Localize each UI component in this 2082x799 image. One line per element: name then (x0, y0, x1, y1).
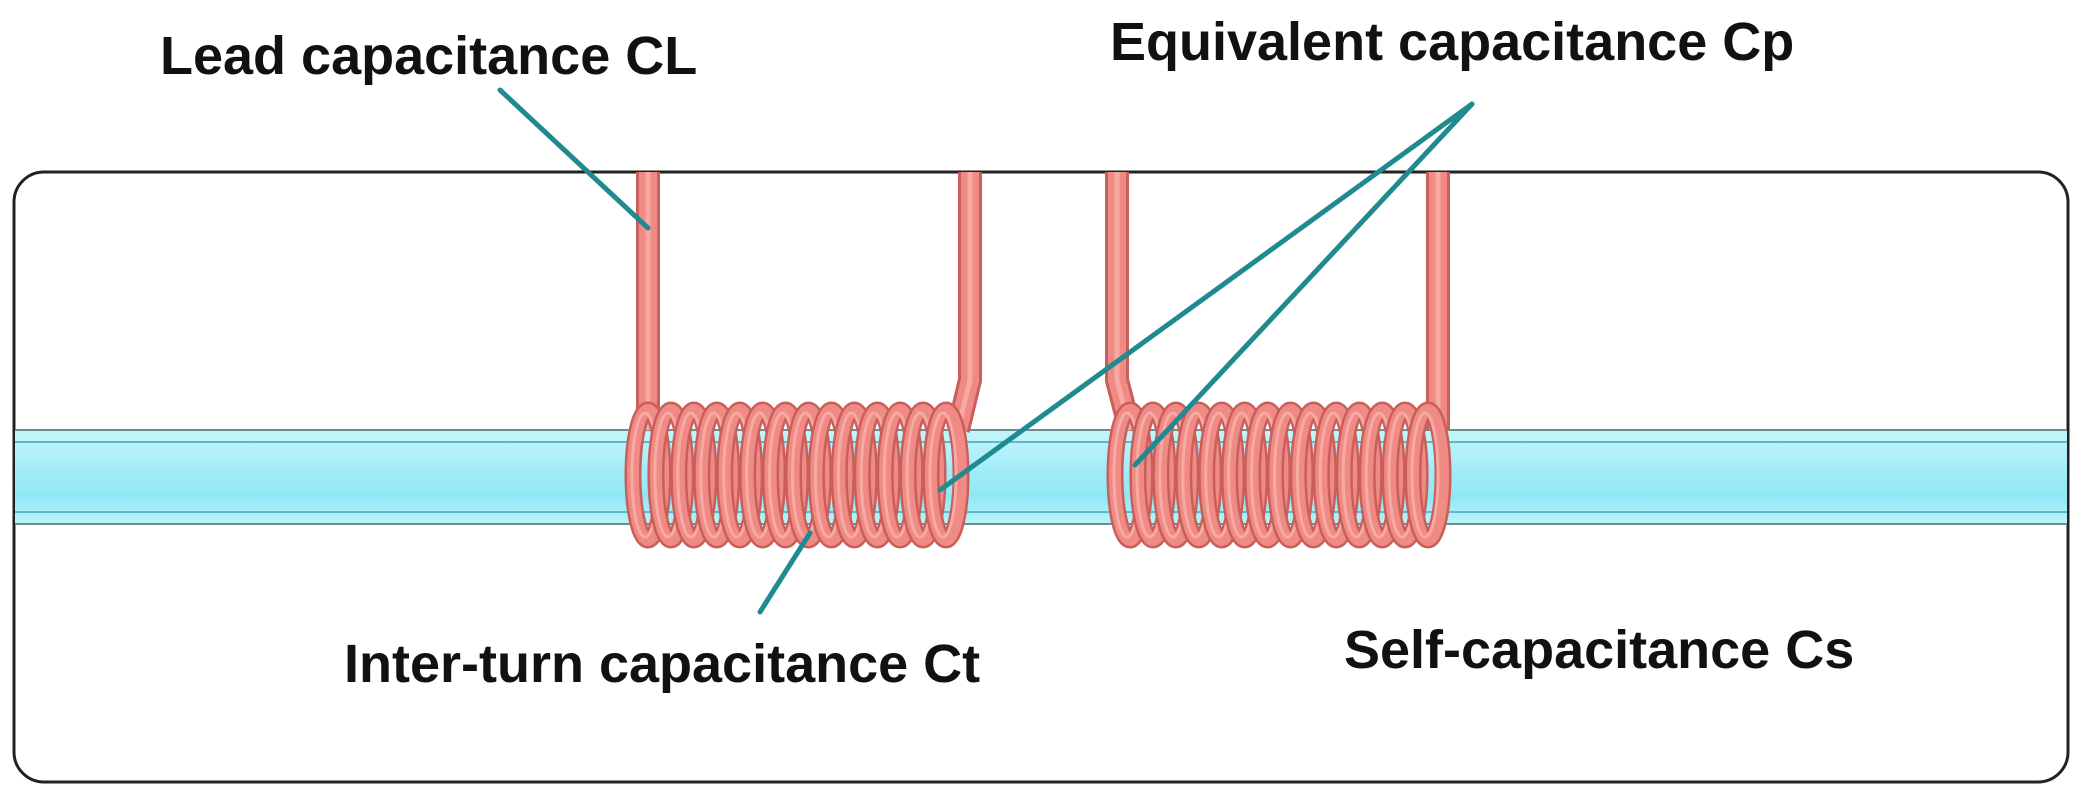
label-equivalent-capacitance: Equivalent capacitance Cp (1110, 12, 1794, 72)
label-lead-capacitance: Lead capacitance CL (160, 26, 697, 86)
label-inter-turn-capacitance: Inter-turn capacitance Ct (344, 634, 980, 694)
right-coil-turn-highlight (1410, 411, 1440, 539)
leader-lines (497, 87, 1475, 615)
core-rod (15, 429, 2067, 525)
left-coil-lead-highlight-2 (955, 172, 973, 431)
leader-equivalent-left (937, 101, 1475, 493)
leader-lead (497, 87, 651, 231)
leader-equivalent-right (1132, 101, 1475, 468)
left-coil (624, 172, 982, 549)
right-coil (1105, 172, 1452, 549)
label-self-capacitance: Self-capacitance Cs (1344, 620, 1854, 680)
left-coil-turn-highlight (928, 411, 958, 539)
leader-inter-turn (757, 530, 813, 615)
